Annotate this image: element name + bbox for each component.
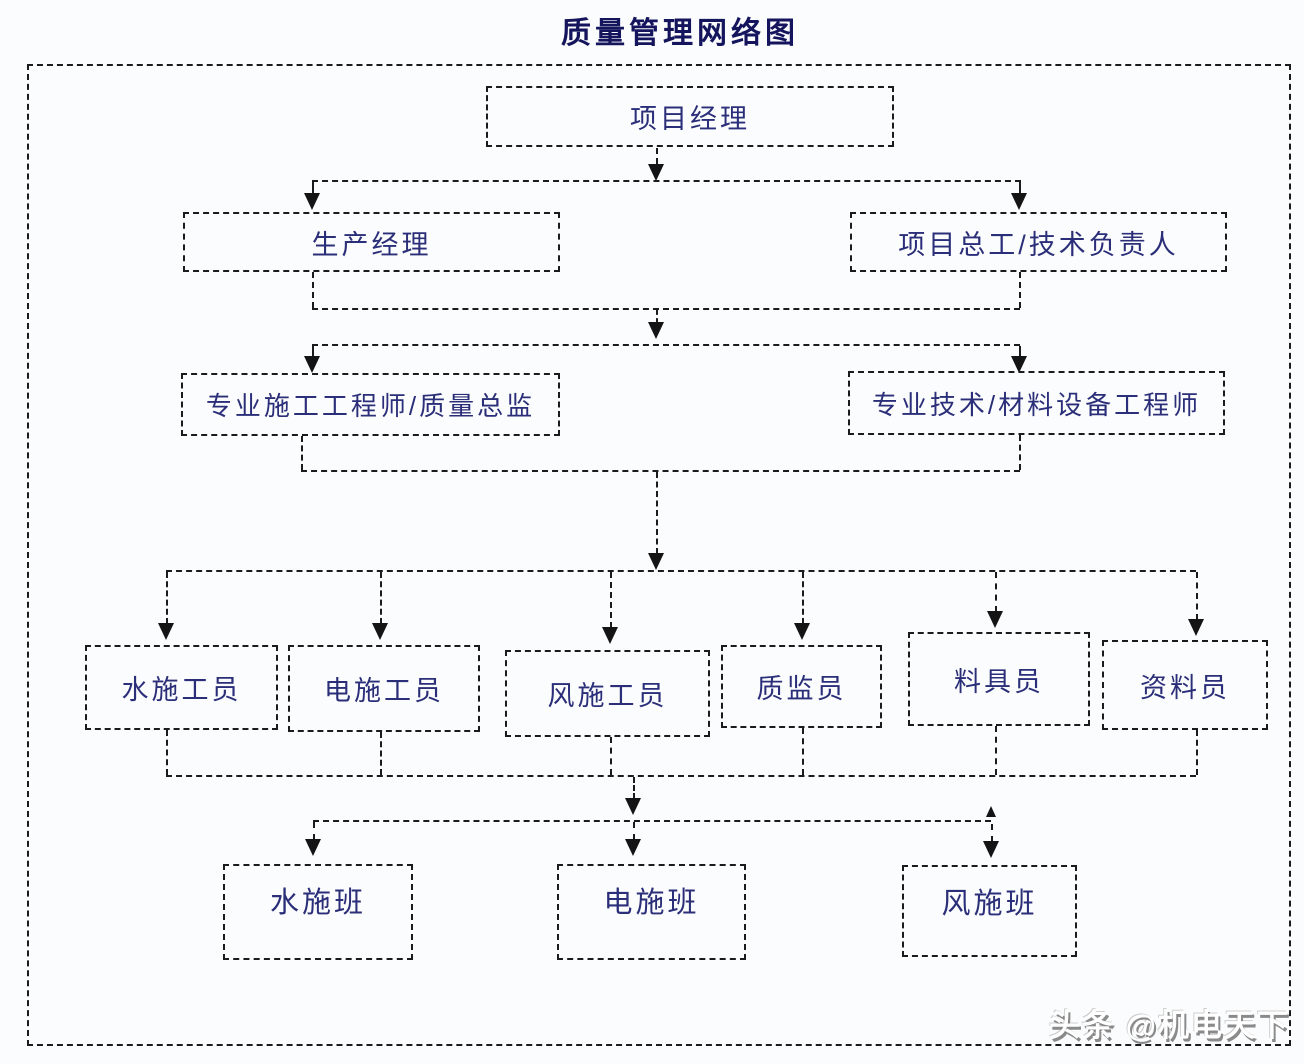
connector-line (802, 572, 804, 624)
arrowhead-down-icon (304, 193, 320, 210)
arrowhead-down-icon (648, 164, 664, 181)
node-technical-material-equipment-engineer: 专业技术/材料设备工程师 (848, 371, 1225, 435)
arrowhead-down-icon (304, 356, 320, 373)
connector-line (656, 472, 658, 554)
connector-line (633, 777, 635, 799)
connector-line (313, 822, 315, 840)
connector-line (312, 346, 314, 357)
arrowhead-down-icon (794, 623, 810, 640)
connector-line (656, 148, 658, 164)
arrowhead-down-icon (372, 623, 388, 640)
connector-line (1019, 346, 1021, 357)
node-document-clerk: 资料员 (1102, 640, 1268, 730)
diagram-title: 质量管理网络图 (561, 17, 799, 50)
connector-line (312, 182, 314, 193)
connector-line (301, 470, 1020, 472)
connector-line (312, 272, 314, 308)
connector-line (1196, 730, 1198, 775)
diagram-outer-border (27, 64, 1291, 1046)
node-construction-engineer-quality-director: 专业施工工程师/质量总监 (181, 373, 560, 436)
node-water-constructor: 水施工员 (85, 645, 278, 730)
connector-line (380, 732, 382, 775)
connector-line (1019, 182, 1021, 193)
connector-line (656, 310, 658, 323)
arrowhead-down-icon (987, 611, 1003, 628)
arrowhead-down-icon (602, 627, 618, 644)
arrowhead-down-icon (648, 322, 664, 339)
connector-line (633, 822, 635, 840)
connector-line (301, 436, 303, 470)
connector-line (380, 572, 382, 624)
arrowhead-down-icon (1011, 193, 1027, 210)
connector-line (166, 730, 168, 775)
node-hvac-constructor: 风施工员 (505, 650, 710, 737)
connector-line (166, 775, 1196, 777)
connector-line (1196, 572, 1198, 620)
connector-line (610, 737, 612, 775)
watermark-text: 头条 @机电天下 (1049, 1008, 1290, 1043)
node-project-manager: 项目经理 (486, 86, 894, 147)
connector-line (995, 572, 997, 612)
connector-line (995, 726, 997, 775)
arrowhead-down-icon (1011, 356, 1027, 373)
connector-line (802, 728, 804, 775)
arrowhead-down-icon (625, 839, 641, 856)
arrowhead-down-icon (983, 841, 999, 858)
arrowhead-down-icon (1188, 619, 1204, 636)
connector-line (991, 824, 993, 842)
node-chief-engineer-technical-director: 项目总工/技术负责人 (850, 212, 1227, 272)
node-electric-constructor: 电施工员 (288, 645, 480, 732)
connector-line (1019, 435, 1021, 470)
connector-line (166, 572, 168, 624)
node-production-manager: 生产经理 (183, 212, 560, 272)
connector-line (312, 180, 1021, 182)
connector-line (312, 344, 1020, 346)
node-electric-crew: 电施班 (557, 864, 746, 960)
node-hvac-crew: 风施班 (902, 865, 1077, 957)
arrowhead-down-icon (625, 798, 641, 815)
node-water-crew: 水施班 (223, 864, 413, 960)
arrowhead-down-icon (648, 553, 664, 570)
connector-line (313, 820, 991, 822)
connector-line (312, 308, 1020, 310)
arrowhead-down-icon (158, 623, 174, 640)
arrowhead-up-icon (986, 806, 996, 817)
connector-line (1019, 272, 1021, 308)
node-quality-inspector: 质监员 (721, 645, 882, 728)
arrowhead-down-icon (305, 839, 321, 856)
node-material-tool-clerk: 料具员 (908, 632, 1090, 726)
connector-line (166, 570, 1196, 572)
connector-line (610, 572, 612, 628)
